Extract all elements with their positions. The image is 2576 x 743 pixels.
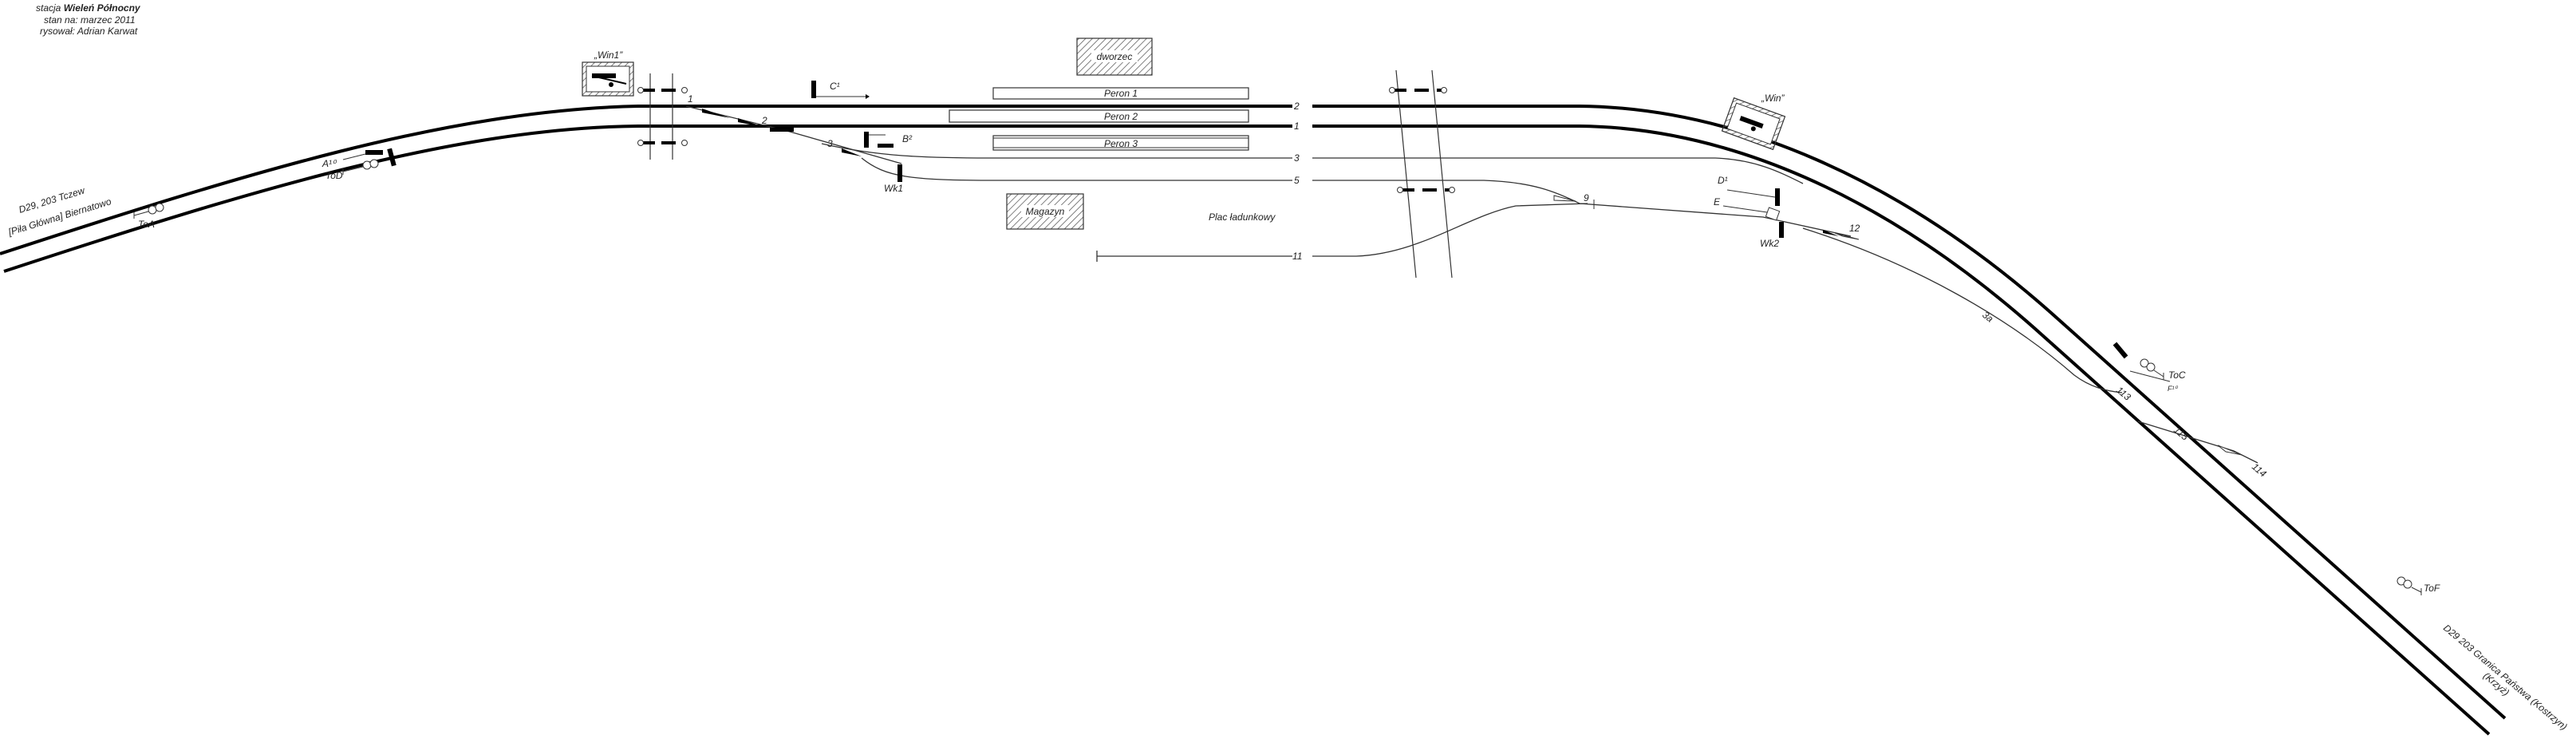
signal-e: [1722, 205, 1781, 221]
switch-12-tongue: [1834, 232, 1860, 240]
track-label-2: 2: [1293, 101, 1300, 112]
signal-b2: [864, 132, 894, 148]
state-date: stan na: marzec 2011: [44, 14, 136, 26]
track-3a: [1802, 227, 2123, 393]
signal-e-label: E: [1714, 196, 1721, 207]
track-2: [0, 105, 1292, 255]
switch-label-3: 3: [827, 138, 833, 149]
switch-2-marker: [738, 118, 766, 128]
signal-a10: [342, 148, 396, 167]
signal-box-win1-label: „Win1”: [594, 49, 623, 61]
signal-box-win-label: „Win”: [1761, 93, 1785, 104]
switch-12-marker: [1823, 230, 1839, 236]
signal-c1: [811, 81, 870, 99]
signal-c1-label: C¹: [830, 81, 840, 92]
track-circuit-toc-label: ToC: [2168, 370, 2186, 381]
platform-2-label: Peron 2: [1104, 111, 1138, 122]
switch-label-9: 9: [1584, 192, 1589, 204]
track-2-east: [1312, 105, 2507, 720]
platform-1: [992, 87, 1249, 100]
derailer-wk2: [1779, 222, 1784, 238]
loading-area-label: Plac ładunkowy: [1209, 211, 1276, 223]
platform-3: [992, 135, 1249, 151]
road-crossing-east: [1389, 69, 1455, 279]
track-label-3a: 3a: [1980, 309, 1995, 324]
track-circuit-toa-label: ToA: [138, 219, 155, 230]
platform-3-label: Peron 3: [1104, 138, 1138, 149]
signal-box-win1: [582, 61, 634, 97]
signal-f10-label: F¹⁰: [2168, 385, 2178, 393]
switch-label-114: 114: [2250, 461, 2269, 480]
switch-label-1: 1: [688, 93, 693, 105]
switch-label-2: 2: [761, 115, 767, 126]
author: rysował: Adrian Karwat: [40, 26, 138, 37]
platform-1-label: Peron 1: [1104, 88, 1138, 99]
derailer-wk2-label: Wk2: [1760, 238, 1779, 249]
signal-box-win: [1721, 97, 1786, 151]
track-1-east: [1312, 124, 2491, 736]
track-1: [3, 124, 1292, 273]
derailer-wk1: [897, 164, 902, 182]
track-circuit-tod: [342, 159, 379, 175]
warehouse-label: Magazyn: [1026, 206, 1065, 217]
signal-d1: [1726, 188, 1780, 206]
track-5: [861, 157, 1292, 181]
track-label-3: 3: [1294, 152, 1300, 164]
track-3-east: [1312, 157, 1804, 184]
switch-2-signal: [770, 128, 794, 132]
track-label-11: 11: [1292, 251, 1302, 262]
platform-2: [949, 109, 1249, 123]
level-crossing-west: [637, 73, 688, 160]
track-circuit-toc: [2140, 358, 2164, 380]
track-circuit-tof: [2397, 576, 2422, 595]
track-label-5: 5: [1294, 175, 1300, 186]
station-building-label: dworzec: [1097, 51, 1133, 62]
signal-a10-label: A¹⁰: [322, 158, 337, 169]
track-label-1: 1: [1294, 121, 1300, 132]
switch-3-marker: [842, 148, 862, 156]
derailer-wk1-label: Wk1: [884, 183, 903, 194]
track-3: [821, 143, 1292, 159]
switch-1-marker: [702, 109, 730, 118]
signal-b2-label: B²: [902, 133, 913, 144]
switch-label-115: 115: [2172, 425, 2191, 443]
signal-d1-label: D¹: [1718, 175, 1728, 186]
warehouse-label-bg: [1021, 205, 1069, 217]
switch-label-12: 12: [1849, 223, 1860, 234]
line-break-marks: [227, 153, 2342, 554]
switch-9-marker: [1553, 195, 1576, 202]
track-circuit-tod-label: ToD: [325, 170, 343, 181]
track-circuit-toa: [133, 203, 164, 219]
track-11-east: [1312, 203, 1588, 257]
station-title: stacja Wieleń Północny: [36, 2, 141, 14]
crossover-114: [2137, 421, 2258, 464]
switch-114-marker: [2217, 445, 2243, 456]
station-building-label-bg: [1091, 50, 1138, 62]
track-circuit-tof-label: ToF: [2424, 583, 2440, 594]
